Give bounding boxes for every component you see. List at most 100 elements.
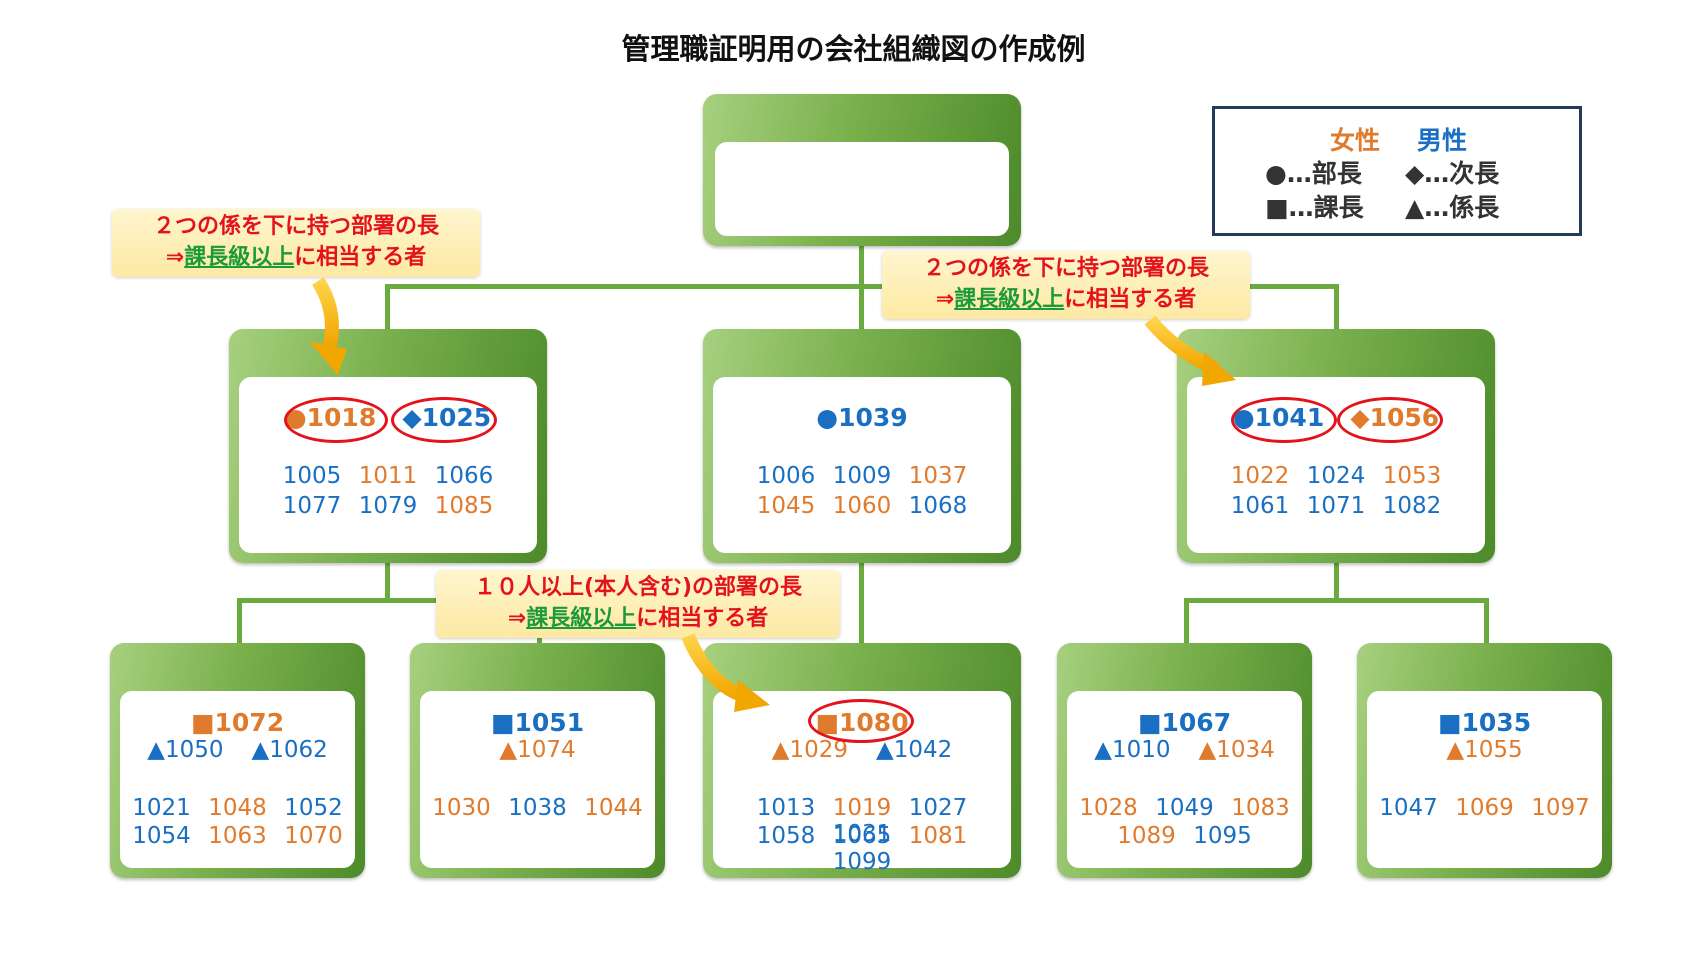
- member-id: 1082: [1382, 493, 1442, 519]
- member-id: 1079: [358, 493, 418, 519]
- member-id: 1065: [832, 823, 892, 849]
- note-suffix: に相当する者: [1064, 287, 1197, 312]
- legend-item: ■…課長: [1265, 193, 1364, 222]
- member-id: 1069: [1455, 795, 1514, 821]
- subleader: ▲1029: [771, 737, 848, 763]
- member-id: 1022: [1230, 463, 1290, 489]
- connector: [237, 598, 542, 603]
- connector: [237, 598, 242, 643]
- member-id: 1027: [908, 795, 968, 821]
- member-row: 1022 1024 1053: [1187, 463, 1485, 489]
- highlight-ring: [1231, 397, 1337, 443]
- member-id: 1049: [1155, 795, 1214, 821]
- member-id: 1099: [832, 849, 892, 875]
- highlight-ring: [1337, 397, 1443, 443]
- subleader: ▲1034: [1198, 737, 1275, 763]
- dept-head-male: ●1039: [816, 403, 908, 432]
- section-subleaders: ▲1055: [1367, 737, 1602, 763]
- member-id: 1013: [756, 795, 816, 821]
- callout-note-center: １０人以上(本人含む)の部署の長 ⇒課長級以上に相当する者: [436, 570, 840, 638]
- note-underlined: 課長級以上: [954, 287, 1065, 312]
- note-underlined: 課長級以上: [184, 245, 295, 270]
- note-line2: ⇒課長級以上に相当する者: [436, 603, 840, 634]
- member-id: 1045: [756, 493, 816, 519]
- highlight-ring: [391, 397, 497, 443]
- note-underlined: 課長級以上: [526, 606, 637, 631]
- member-id: 1071: [1306, 493, 1366, 519]
- legend-female: 女性: [1330, 126, 1381, 155]
- member-id: 1005: [282, 463, 342, 489]
- note-arrow: ⇒: [507, 606, 527, 631]
- org-top-box: [703, 94, 1021, 246]
- subleader: ▲1042: [876, 737, 953, 763]
- member-id: 1009: [832, 463, 892, 489]
- page-title: 管理職証明用の会社組織図の作成例: [621, 32, 1086, 66]
- member-id: 1068: [908, 493, 968, 519]
- member-id: 1019: [832, 795, 892, 821]
- connector: [1184, 598, 1189, 643]
- subleader: ▲1074: [499, 737, 576, 763]
- connector: [1184, 598, 1489, 603]
- member-id: 1058: [756, 823, 816, 849]
- org-top-inner: [715, 142, 1009, 236]
- member-row: 1013 1019 1027 1031: [713, 795, 1011, 847]
- member-id: 1021: [132, 795, 191, 821]
- section-subleaders: ▲1074: [420, 737, 655, 763]
- legend-male: 男性: [1417, 126, 1468, 155]
- member-id: 1024: [1306, 463, 1366, 489]
- member-id: 1047: [1379, 795, 1438, 821]
- member-id: 1044: [584, 795, 643, 821]
- member-id: 1031: [832, 821, 892, 847]
- member-id: 1011: [358, 463, 418, 489]
- member-id: 1081: [908, 823, 968, 849]
- note-line1: １０人以上(本人含む)の部署の長: [473, 575, 803, 600]
- member-id: 1063: [208, 823, 267, 849]
- member-id: 1052: [284, 795, 343, 821]
- legend-item: ●…部長: [1265, 159, 1362, 188]
- note-arrow: ⇒: [165, 245, 185, 270]
- connector: [859, 560, 864, 643]
- note-line2: ⇒課長級以上に相当する者: [112, 242, 480, 273]
- note-line1: ２つの係を下に持つ部署の長: [152, 214, 439, 239]
- member-id: 1054: [132, 823, 191, 849]
- member-row: 1058 1065 1081 1099: [713, 823, 1011, 875]
- section-chief: ■1072: [190, 708, 285, 737]
- note-suffix: に相当する者: [294, 245, 427, 270]
- member-id: 1095: [1193, 823, 1252, 849]
- connector: [1334, 560, 1339, 602]
- section-chief: ■1051: [490, 708, 585, 737]
- connector: [1484, 598, 1489, 643]
- section-subleaders: ▲1029 ▲1042: [713, 737, 1011, 763]
- connector: [385, 560, 390, 602]
- connector: [1334, 284, 1339, 329]
- legend: 女性 男性 ●…部長 ◆…次長 ■…課長 ▲…係長: [1212, 106, 1582, 236]
- member-row: 1005 1011 1066: [239, 463, 537, 489]
- member-id: 1085: [434, 493, 494, 519]
- connector: [385, 284, 390, 329]
- legend-item: ▲…係長: [1405, 193, 1500, 222]
- member-id: 1066: [434, 463, 494, 489]
- member-id: 1053: [1382, 463, 1442, 489]
- callout-note-left: ２つの係を下に持つ部署の長 ⇒課長級以上に相当する者: [112, 209, 480, 277]
